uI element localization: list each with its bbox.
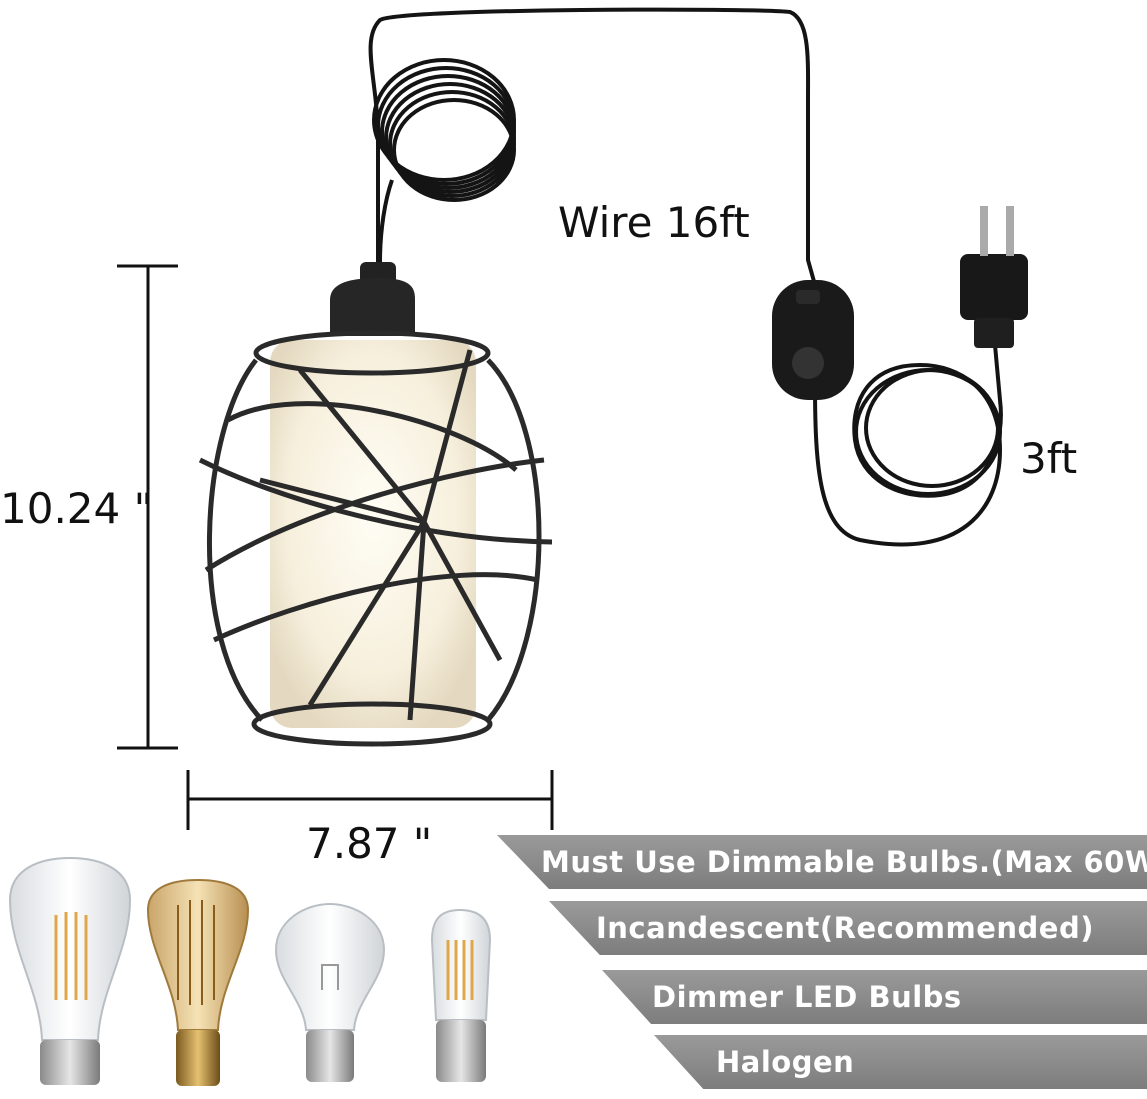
bulb-note-text: Dimmer LED Bulbs [652,980,962,1014]
pendant-lamp-icon [198,262,553,747]
cord-length-label: 3ft [1020,434,1078,483]
height-label: 10.24 " [0,484,153,533]
bulb-note-text: Halogen [716,1045,855,1079]
coiled-wire-icon [368,7,817,286]
bulb-note-text: Must Use Dimmable Bulbs.(Max 60W) [541,845,1147,879]
st64-led-filament-bulb-icon [8,856,132,1085]
plug-cord-icon [813,344,1003,547]
t45-led-bulb-icon [430,908,492,1082]
st64-edison-bulb-icon [146,878,250,1086]
bulb-note-banner: Halogen [654,1035,1147,1089]
power-plug-icon [960,206,1028,348]
width-dimension-line [186,770,554,830]
bulb-note-text: Incandescent(Recommended) [596,911,1094,945]
a19-clear-bulb-icon [274,902,386,1082]
bulb-note-banner: Dimmer LED Bulbs [602,970,1147,1024]
wire-length-label: Wire 16ft [558,198,750,247]
width-label: 7.87 " [306,819,433,868]
bulb-note-banner: Incandescent(Recommended) [549,901,1147,955]
height-dimension-line [117,264,178,750]
dimmer-switch-icon [772,280,854,400]
bulb-note-banner: Must Use Dimmable Bulbs.(Max 60W) [497,835,1147,889]
